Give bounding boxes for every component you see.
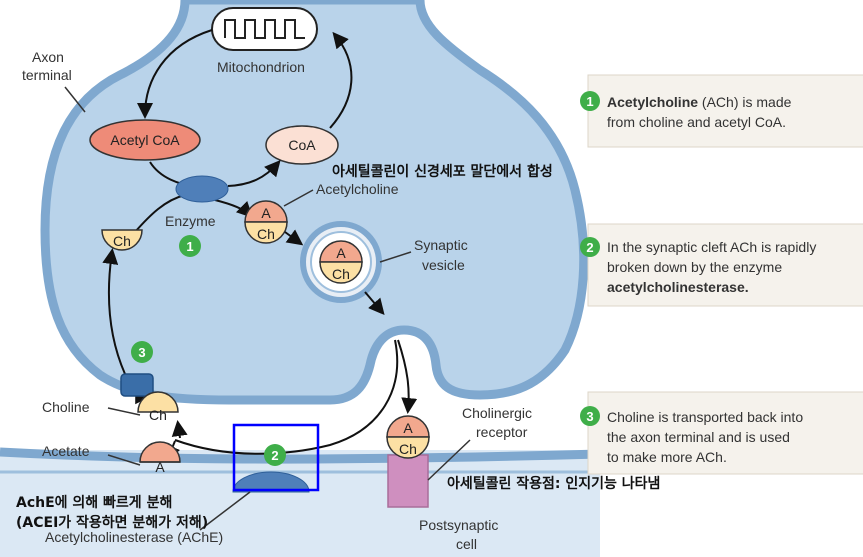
info-box-1-number: 1 <box>586 94 593 109</box>
ach-a-label: A <box>261 205 271 221</box>
arrow-coa-to-mito <box>329 31 353 129</box>
axon-terminal-pointer <box>64 86 86 113</box>
vesicle-a-label: A <box>336 245 346 261</box>
arrow-vesicle-to-release <box>364 291 385 316</box>
ch-label-terminal: Ch <box>113 233 131 249</box>
ache-label: Acetylcholinesterase (AChE) <box>45 529 223 545</box>
choline-label: Choline <box>42 399 90 415</box>
postsynaptic-label-line1: Postsynaptic <box>419 517 498 533</box>
receptor-a-label: A <box>403 420 413 436</box>
axon-terminal-label-line1: Axon <box>32 49 64 65</box>
info-box-3-line3: to make more ACh. <box>607 449 727 465</box>
synaptic-vesicle-label-line2: vesicle <box>422 257 465 273</box>
ch-half-terminal <box>101 229 143 251</box>
acetate-label: Acetate <box>42 443 90 459</box>
info-box-2 <box>580 223 863 307</box>
cholinergic-receptor-label-line2: receptor <box>476 424 528 440</box>
info-box-1-text1: (ACh) is made <box>698 94 792 110</box>
ache-highlight-box <box>232 423 320 492</box>
acetyl-coa-label: Acetyl CoA <box>110 132 180 148</box>
step-1-marker <box>179 235 201 257</box>
axon-terminal-label-line2: terminal <box>22 67 72 83</box>
mitochondrion-label: Mitochondrion <box>217 59 305 75</box>
info-box-2-number: 2 <box>586 240 593 255</box>
enzyme-node <box>175 175 229 203</box>
choline-pointer <box>107 407 141 416</box>
axon-terminal-membrane <box>40 0 589 405</box>
acetate-half <box>139 441 181 463</box>
receptor-ch-label: Ch <box>399 441 417 457</box>
postsynaptic-membrane <box>0 447 601 464</box>
ach-molecule-terminal <box>244 200 288 244</box>
ach-ch-label: Ch <box>257 226 275 242</box>
step-2-marker <box>264 444 286 466</box>
arrow-transporter-to-ch <box>102 248 126 375</box>
info-box-1-bold: Acetylcholine <box>607 94 698 110</box>
arrow-release-to-cleft <box>174 339 399 455</box>
enzyme-label: Enzyme <box>165 213 216 229</box>
info-box-1-line2: from choline and acetyl CoA. <box>607 114 786 130</box>
cholinergic-receptor <box>387 454 429 508</box>
ache-pointer <box>199 491 251 531</box>
coa-label: CoA <box>288 137 316 153</box>
postsynaptic-cell <box>0 450 600 557</box>
coa-node <box>265 125 339 165</box>
annotation-ache-line2: (ACEI가 작용하면 분해가 저해) <box>16 514 208 531</box>
step-2-number: 2 <box>271 448 278 463</box>
ch-half-cleft <box>137 391 179 413</box>
cholinergic-receptor-label-line1: Cholinergic <box>462 405 532 421</box>
info-box-2-line1: In the synaptic cleft ACh is rapidly <box>607 239 816 255</box>
vesicle-ch-label: Ch <box>332 266 350 282</box>
arrow-enzyme-to-coa <box>227 159 281 187</box>
info-box-2-line2: broken down by the enzyme <box>607 259 782 275</box>
step-1-number: 1 <box>186 239 193 254</box>
acetylcholine-pointer <box>283 189 314 207</box>
arrow-to-choline <box>171 420 188 439</box>
info-box-3-line1: Choline is transported back into <box>607 409 803 425</box>
info-box-1-line1: Acetylcholine (ACh) is made <box>607 94 792 110</box>
postsynaptic-label-line2: cell <box>456 536 477 552</box>
arrow-ch-to-enzyme <box>134 194 186 233</box>
ch-label-cleft: Ch <box>149 407 167 423</box>
info-box-3-number: 3 <box>586 409 593 424</box>
arrow-release-to-receptor <box>397 339 418 414</box>
info-box-3 <box>580 391 863 475</box>
mitochondrion <box>211 7 318 51</box>
annotation-action-site: 아세틸콜린 작용점: 인지기능 나타냄 <box>447 475 660 492</box>
step-3-number: 3 <box>138 345 145 360</box>
info-box-3-line2: the axon terminal and is used <box>607 429 790 445</box>
choline-transporter <box>120 373 154 397</box>
annotation-synthesis: 아세틸콜린이 신경세포 말단에서 합성 <box>332 163 553 180</box>
step-3-marker <box>131 341 153 363</box>
info-box-1 <box>580 74 863 148</box>
ach-molecule-vesicle <box>319 240 363 284</box>
acetyl-coa-node <box>89 119 201 161</box>
acetylcholine-label: Acetylcholine <box>316 181 399 197</box>
info-box-2-line3: acetylcholinesterase. <box>607 279 749 295</box>
acetate-a-label: A <box>155 459 165 475</box>
ache-enzyme <box>232 471 310 493</box>
annotation-ache-line1: AchE에 의해 빠르게 분해 <box>16 494 172 511</box>
receptor-pointer <box>427 439 471 481</box>
synaptic-vesicle-label-line1: Synaptic <box>414 237 468 253</box>
acetate-pointer <box>107 454 141 466</box>
vesicle-pointer <box>379 251 412 263</box>
arrow-mito-to-acetylcoa <box>137 29 213 119</box>
ach-molecule-receptor <box>386 415 430 459</box>
arrow-ach-to-vesicle <box>284 229 304 246</box>
